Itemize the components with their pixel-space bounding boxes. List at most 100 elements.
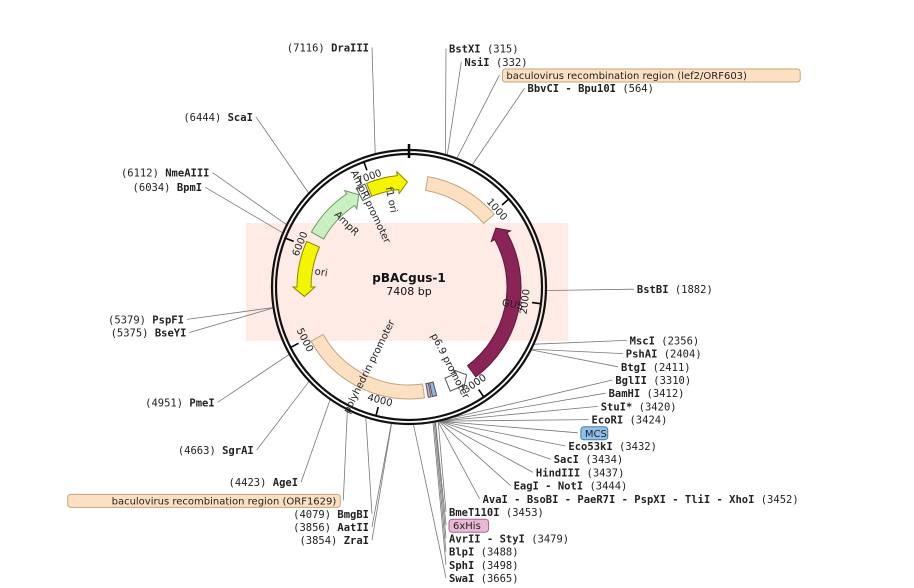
- site-label-BmgBI: (4079) BmgBI: [293, 509, 369, 521]
- leader-line: [255, 116, 309, 193]
- site-label-Eco53kI: Eco53kI (3432): [568, 441, 657, 453]
- leader-line: [204, 186, 283, 233]
- site-name: BmeT110I: [449, 507, 500, 519]
- site-name: SacI: [554, 454, 579, 466]
- site-name: ScaI: [228, 112, 253, 124]
- feature-GUS: [466, 227, 522, 378]
- site-label-PspFI: (5379) PspFI: [108, 314, 184, 326]
- site-label-SgrAI: (4663) SgrAI: [178, 445, 254, 457]
- leader-line: [445, 48, 447, 154]
- site-position: (2411): [653, 362, 691, 374]
- site-name: ZraI: [344, 535, 369, 547]
- leader-line: [212, 172, 287, 225]
- site-label-ZraI: (3854) ZraI: [299, 535, 369, 547]
- site-label-BmeT110I: BmeT110I (3453): [449, 507, 544, 519]
- site-box-label-bvr2: baculovirus recombination region (ORF162…: [112, 496, 337, 507]
- site-position: (3437): [587, 467, 625, 479]
- site-position: (2356): [661, 335, 699, 347]
- site-name: NmeAIII: [165, 168, 209, 180]
- site-name: BpmI: [177, 182, 202, 194]
- site-name: MscI: [630, 335, 655, 347]
- site-label-BtgI: BtgI (2411): [621, 362, 691, 374]
- leader-line: [432, 422, 447, 565]
- site-label-BlpI: BlpI (3488): [449, 547, 519, 559]
- site-name: HindIII: [536, 467, 580, 479]
- site-name: PspFI: [152, 314, 184, 326]
- site-name: PshAI: [626, 349, 658, 361]
- tick-mark: [478, 389, 485, 398]
- leader-line: [437, 421, 447, 513]
- leader-line: [456, 74, 500, 158]
- tick-label: 2000: [519, 288, 533, 315]
- site-label-NmeAIII: (6112) NmeAIII: [121, 168, 210, 180]
- tick-mark: [363, 161, 368, 171]
- site-box-bvr2: [67, 493, 341, 508]
- leader-line: [440, 420, 578, 434]
- leader-lines: [186, 47, 634, 579]
- site-position: (6444): [183, 112, 221, 124]
- site-box-his6: [448, 518, 489, 533]
- leader-line: [442, 392, 606, 422]
- site-position: (3452): [761, 494, 799, 506]
- site-label-BglII: BglII (3310): [615, 375, 691, 387]
- site-position: (4663): [178, 445, 216, 457]
- leader-line: [371, 423, 392, 528]
- leader-line: [186, 307, 273, 320]
- site-position: (3854): [299, 535, 337, 547]
- site-name: BseYI: [155, 328, 187, 340]
- site-box-label-MCS: MCS: [585, 429, 607, 440]
- site-name: BstBI: [637, 284, 669, 296]
- site-label-EagI: EagI - NotI (3444): [514, 481, 628, 493]
- site-name: BamHI: [609, 388, 641, 400]
- leader-line: [441, 406, 598, 422]
- feature-his: [425, 382, 432, 398]
- site-name: BglII: [615, 375, 647, 387]
- site-labels: BstXI (315)NsiI (332)baculovirus recombi…: [67, 42, 801, 585]
- leader-line: [256, 381, 310, 451]
- leader-line: [440, 420, 566, 447]
- site-label-PshAI: PshAI (2404): [626, 349, 702, 361]
- site-position: (315): [487, 44, 519, 56]
- site-position: (3424): [629, 415, 667, 427]
- site-label-AvaI: AvaI - BsoBI - PaeR7I - PspXI - TliI - X…: [483, 494, 799, 506]
- leader-line: [433, 422, 447, 552]
- site-position: (3432): [619, 441, 657, 453]
- backbone: [270, 144, 548, 426]
- site-position: (3310): [653, 375, 691, 387]
- leader-line: [546, 288, 634, 291]
- site-box-MCS: [580, 426, 609, 441]
- site-label-AvrII: AvrII - StyI (3479): [449, 533, 569, 545]
- leader-line: [435, 422, 447, 526]
- site-name: BstXI: [449, 44, 481, 56]
- site-position: (564): [622, 83, 654, 95]
- feature-AmpR: [310, 189, 360, 240]
- leader-line: [446, 61, 462, 155]
- site-position: (4079): [293, 509, 331, 521]
- site-name: EcoRI: [592, 415, 624, 427]
- site-name: PmeI: [189, 397, 214, 409]
- site-label-BstBI: BstBI (1882): [637, 284, 713, 296]
- feature-label-GUS: GUS: [501, 298, 524, 312]
- site-position: (3444): [589, 481, 627, 493]
- site-label-DraIII: (7116) DraIII: [287, 42, 369, 54]
- site-position: (4423): [229, 477, 267, 489]
- site-name: BtgI: [621, 362, 646, 374]
- site-position: (3665): [481, 573, 519, 585]
- feature-lef2: [424, 176, 495, 225]
- site-position: (1882): [675, 284, 713, 296]
- site-label-AgeI: (4423) AgeI: [229, 477, 299, 489]
- site-position: (3412): [647, 388, 685, 400]
- feature-label-f1ori: f1 ori: [383, 186, 399, 214]
- leader-line: [371, 423, 392, 541]
- site-name: BmgBI: [337, 509, 369, 521]
- leader-line: [454, 379, 613, 418]
- site-position: (3434): [585, 454, 623, 466]
- site-position: (3453): [506, 507, 544, 519]
- site-label-SwaI: SwaI (3665): [449, 573, 519, 585]
- site-name: BbvCI - Bpu10I: [528, 83, 617, 95]
- feature-AmpRp: [355, 183, 372, 202]
- site-position: (3420): [639, 401, 677, 413]
- leader-line: [439, 421, 534, 473]
- site-label-HindIII: HindIII (3437): [536, 467, 625, 479]
